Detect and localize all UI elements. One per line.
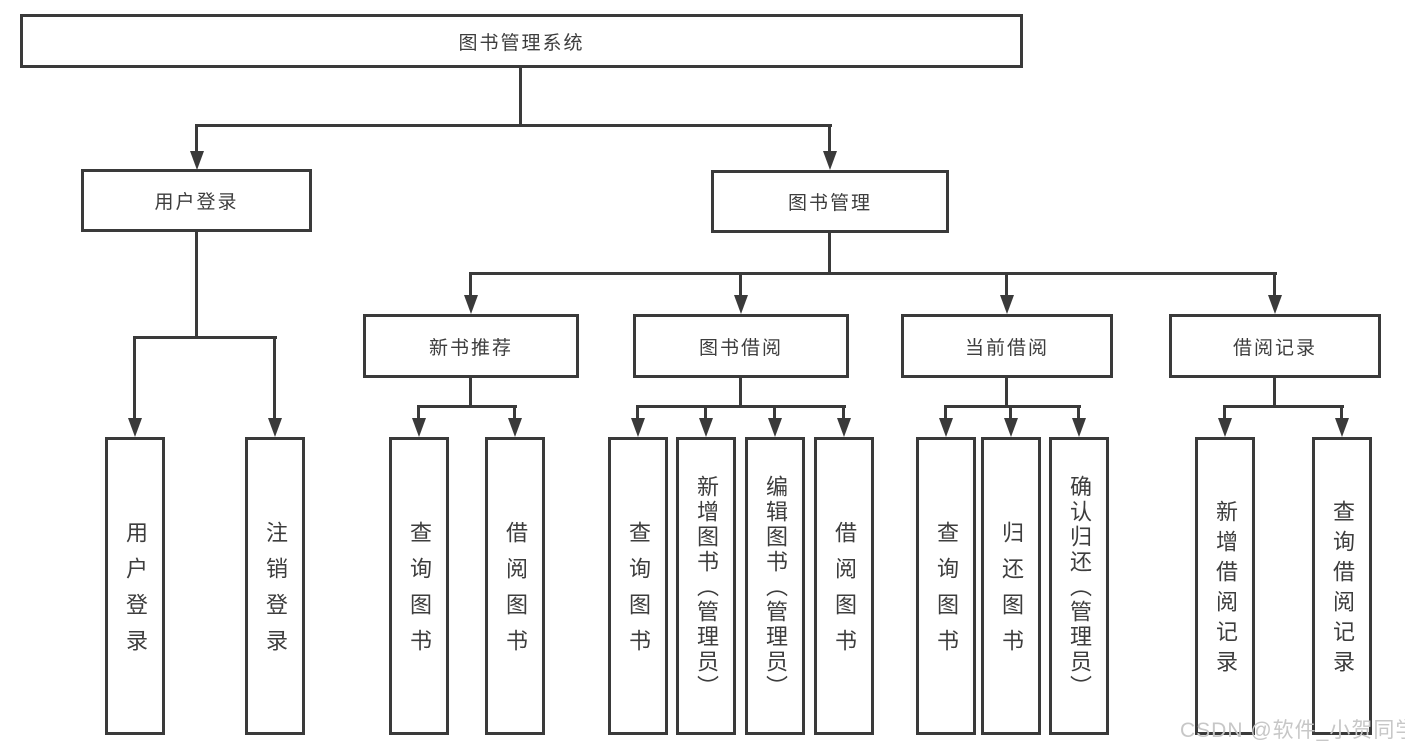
node-root-system: 图书管理系统 — [20, 14, 1023, 68]
leaf-logout: 注销登录 — [245, 437, 305, 735]
leaf-add-borrow-record: 新增借阅记录 — [1195, 437, 1255, 735]
arrow-down-icon — [631, 418, 645, 437]
connector-bookmgmt-drop — [828, 233, 831, 274]
connector-root-drop — [519, 68, 522, 125]
arrow-down-icon — [823, 151, 837, 170]
arrow-down-icon — [128, 418, 142, 437]
node-new-book-recommend: 新书推荐 — [363, 314, 579, 378]
leaf-edit-books-admin: 编辑图书（管理员） — [745, 437, 805, 735]
leaf-query-books-current: 查询图书 — [916, 437, 976, 735]
connector-g3-rail — [636, 405, 846, 408]
connector-l2-rail — [469, 272, 1277, 275]
arrow-down-icon — [1004, 418, 1018, 437]
connector-g2-rail — [417, 405, 517, 408]
connector-g4-stub — [944, 405, 947, 420]
connector-l1-rail — [195, 124, 832, 127]
connector-l1-right-stub — [828, 124, 831, 153]
node-book-borrowing: 图书借阅 — [633, 314, 849, 378]
arrow-down-icon — [699, 418, 713, 437]
connector-g5-stub — [1223, 405, 1226, 420]
connector-g1-stub — [273, 336, 276, 420]
arrow-down-icon — [1335, 418, 1349, 437]
connector-g2-stub — [417, 405, 420, 420]
leaf-return-books: 归还图书 — [981, 437, 1041, 735]
csdn-watermark: CSDN @软件_小贺同学 — [1180, 719, 1405, 742]
arrow-down-icon — [837, 418, 851, 437]
connector-g4-rail — [944, 405, 1081, 408]
connector-l2-stub — [739, 272, 742, 297]
node-current-borrowing: 当前借阅 — [901, 314, 1113, 378]
leaf-borrow-books-recommend: 借阅图书 — [485, 437, 545, 735]
connector-g1-rail — [133, 336, 277, 339]
node-user-login: 用户登录 — [81, 169, 312, 232]
connector-g1-stub — [133, 336, 136, 420]
arrow-down-icon — [1000, 295, 1014, 314]
connector-g5-stub — [1340, 405, 1343, 420]
connector-g2-stub — [513, 405, 516, 420]
leaf-query-books-borrowing: 查询图书 — [608, 437, 668, 735]
arrow-down-icon — [768, 418, 782, 437]
arrow-down-icon — [1072, 418, 1086, 437]
node-book-management: 图书管理 — [711, 170, 949, 233]
connector-g5-rail — [1223, 405, 1344, 408]
connector-records-drop — [1273, 378, 1276, 407]
connector-g3-stub — [842, 405, 845, 420]
connector-recommend-drop — [469, 378, 472, 407]
arrow-down-icon — [734, 295, 748, 314]
arrow-down-icon — [939, 418, 953, 437]
connector-l2-stub — [469, 272, 472, 297]
connector-borrowing-drop — [739, 378, 742, 407]
arrow-down-icon — [1218, 418, 1232, 437]
node-borrowing-records: 借阅记录 — [1169, 314, 1381, 378]
connector-g4-stub — [1077, 405, 1080, 420]
arrow-down-icon — [268, 418, 282, 437]
leaf-add-books-admin: 新增图书（管理员） — [676, 437, 736, 735]
connector-g3-stub — [704, 405, 707, 420]
connector-g4-stub — [1009, 405, 1012, 420]
connector-userlogin-drop — [195, 232, 198, 338]
arrow-down-icon — [412, 418, 426, 437]
arrow-down-icon — [464, 295, 478, 314]
arrow-down-icon — [190, 151, 204, 170]
connector-l2-stub — [1005, 272, 1008, 297]
leaf-borrow-books-borrowing: 借阅图书 — [814, 437, 874, 735]
arrow-down-icon — [1268, 295, 1282, 314]
connector-g3-stub — [636, 405, 639, 420]
arrow-down-icon — [508, 418, 522, 437]
leaf-user-login: 用户登录 — [105, 437, 165, 735]
connector-l1-left-stub — [195, 124, 198, 153]
connector-l2-stub — [1273, 272, 1276, 297]
connector-current-drop — [1005, 378, 1008, 407]
leaf-confirm-return-admin: 确认归还（管理员） — [1049, 437, 1109, 735]
leaf-query-books-recommend: 查询图书 — [389, 437, 449, 735]
connector-g3-stub — [773, 405, 776, 420]
leaf-query-borrow-record: 查询借阅记录 — [1312, 437, 1372, 735]
